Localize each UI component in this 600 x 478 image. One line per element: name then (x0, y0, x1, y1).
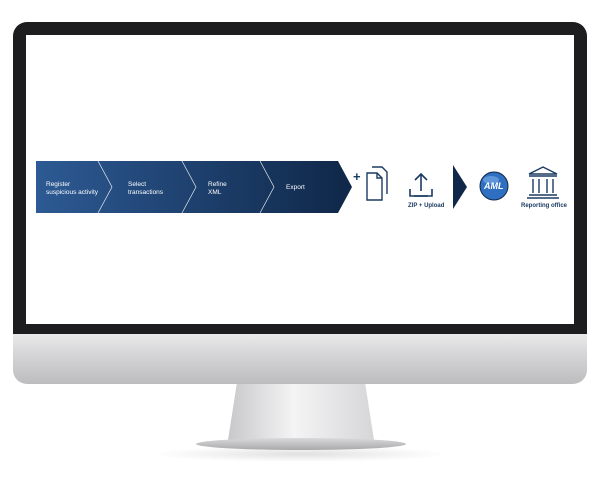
aml-logo (479, 171, 509, 201)
step-refine-line1: Refine (208, 181, 227, 188)
step-select-line2: transactions (128, 189, 164, 196)
step-select: Select transactions (128, 181, 163, 197)
chevron-separator-2 (181, 160, 197, 214)
upload-icon (409, 172, 433, 197)
process-chain (36, 160, 559, 214)
step-register-line2: suspicious activity (46, 189, 99, 196)
chevron-separator-1 (97, 160, 113, 214)
step-export: Export (286, 184, 305, 192)
step-register-line1: Register (46, 181, 71, 188)
monitor-stand-shadow (150, 446, 450, 462)
upload-label: ZIP + Upload (408, 203, 445, 209)
monitor-stand-base (196, 438, 406, 450)
reporting-office-label: Reporting office (521, 203, 567, 209)
plus-sign: + (353, 169, 361, 184)
documents-icon (366, 166, 388, 201)
step-register: Register suspicious activity (46, 181, 98, 197)
monitor-chin (13, 334, 587, 384)
monitor-screen: Register suspicious activity Select tran… (26, 35, 574, 324)
arrow-right-icon (453, 165, 467, 209)
step-export-line1: Export (286, 184, 305, 191)
step-refine-line2: XML (208, 189, 222, 196)
step-select-line1: Select (128, 181, 147, 188)
process-band (36, 161, 352, 213)
chevron-separator-3 (259, 160, 275, 214)
aml-logo-text: AML (484, 181, 504, 191)
bank-icon (527, 166, 559, 199)
step-refine: Refine XML (208, 181, 227, 197)
monitor-stand-neck (228, 384, 374, 440)
